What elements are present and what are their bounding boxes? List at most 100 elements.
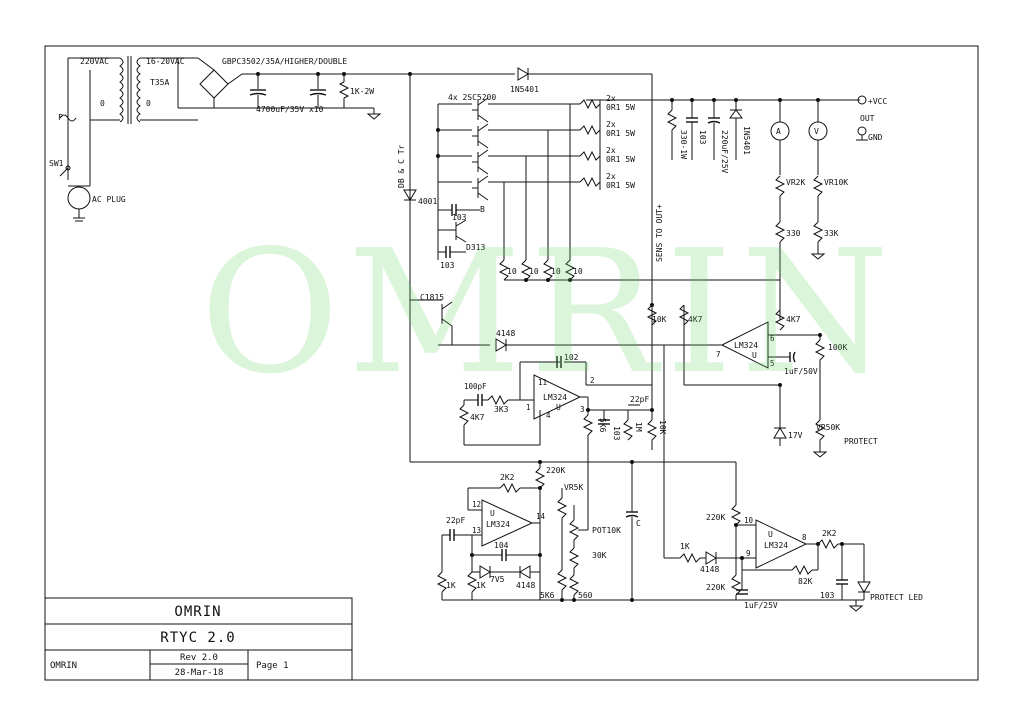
opamp-a-symbol <box>720 321 769 369</box>
label-r1k-a: 1K <box>446 581 456 590</box>
label-d1n5401-right: 1N5401 <box>742 126 751 155</box>
label-pin3: 3 <box>580 405 585 414</box>
diode-1n5401-top <box>517 67 529 81</box>
junction-dots <box>256 72 844 602</box>
label-lm324-d: LM324 <box>764 541 788 550</box>
label-r5w-2: 0R1 5W <box>606 129 635 138</box>
label-protect: PROTECT <box>844 437 878 446</box>
label-r2k2-a: 2K2 <box>500 473 515 482</box>
label-c22p-a: 22pF <box>630 395 649 404</box>
diode-4148-b <box>519 565 531 579</box>
label-r1m: 1M <box>634 422 643 432</box>
ac-plug-symbol <box>67 186 91 210</box>
label-meter-v: V <box>814 127 819 136</box>
label-r1k-b: 1K <box>476 581 486 590</box>
label-c-small: C <box>636 519 641 528</box>
label-r5k6-a: 5K6 <box>598 418 607 433</box>
label-r10-4: 10 <box>573 267 583 276</box>
title-block: OMRIN RTYC 2.0 OMRIN Rev 2.0 28-Mar-18 P… <box>44 597 353 681</box>
label-r4k7-b: 4K7 <box>786 315 801 324</box>
label-d4001: 4001 <box>418 197 437 206</box>
label-trafo: T35A <box>150 78 169 87</box>
top-rail <box>409 67 868 462</box>
label-d4148-c: 4148 <box>700 565 719 574</box>
label-protect-led: PROTECT LED <box>870 593 923 602</box>
label-r2k2-b: 2K2 <box>822 529 837 538</box>
label-c103-top: 103 <box>698 130 707 145</box>
label-r220k-a: 220K <box>546 466 565 475</box>
label-lm324-c: LM324 <box>486 520 510 529</box>
zener-17v <box>773 427 787 439</box>
label-u-a: U <box>752 351 757 360</box>
label-meter-a: A <box>776 127 781 136</box>
label-vr50k: VR50K <box>816 423 840 432</box>
driver-section <box>403 189 736 463</box>
rectifier-section <box>177 57 410 120</box>
label-sens: SENS TO OUT+ <box>655 204 664 262</box>
ground-symbol <box>366 113 382 120</box>
label-zero-right: 0 <box>146 99 151 108</box>
title-page: Page 1 <box>256 661 289 671</box>
label-r82k: 82K <box>798 577 813 586</box>
label-r4k7-a: 4K7 <box>688 315 703 324</box>
label-out: OUT <box>860 114 875 123</box>
label-r330: 330 <box>786 229 801 238</box>
label-d4148-a: 4148 <box>496 329 515 338</box>
label-r4k7-c: 4K7 <box>470 413 485 422</box>
label-d313: D313 <box>466 243 485 252</box>
title-project: RTYC 2.0 <box>160 630 235 646</box>
label-c1815: C1815 <box>420 293 444 302</box>
title-company: OMRIN <box>174 604 221 620</box>
vcc-terminal <box>857 95 867 105</box>
label-bridge: GBPC3502/35A/HIGHER/DOUBLE <box>222 57 347 66</box>
label-pin2: 2 <box>590 376 595 385</box>
label-r10k-a: 10K <box>652 315 667 324</box>
label-transistors: 4x 2SC5200 <box>448 93 496 102</box>
diode-4001 <box>403 189 417 201</box>
label-d-1n5401-top: 1N5401 <box>510 85 539 94</box>
label-z7v5: 7V5 <box>490 575 505 584</box>
label-c100p: 100pF <box>464 382 487 391</box>
label-pin7: 7 <box>716 350 721 359</box>
protect-led-symbol <box>857 581 871 593</box>
label-pin11: 11 <box>538 378 547 387</box>
label-ac-in: 220VAC <box>80 57 109 66</box>
sheet-border <box>44 45 979 681</box>
opamp-a-section <box>646 304 828 458</box>
title-date: 28-Mar-18 <box>175 668 224 678</box>
label-r1k-c: 1K <box>680 542 690 551</box>
label-pin13: 13 <box>472 526 481 535</box>
output-section <box>666 100 828 320</box>
label-r10k-b: 10K <box>658 420 667 435</box>
label-r3k3: 3K3 <box>494 405 509 414</box>
label-vr5k: VR5K <box>564 483 583 492</box>
label-u-d: U <box>768 530 773 539</box>
label-r5k6-b: 5K6 <box>540 591 555 600</box>
label-r5w-3: 0R1 5W <box>606 155 635 164</box>
label-c1u50: 1uF/50V <box>784 367 818 376</box>
label-lm324-b: LM324 <box>543 393 567 402</box>
label-u-c: U <box>490 509 495 518</box>
label-db-ctr: DB & C Tr <box>397 144 406 188</box>
bridge-rectifier-symbol <box>199 69 229 99</box>
label-r33k: 33K <box>824 229 839 238</box>
component-labels: 220VAC 16-20VAC 0 0 T35A GBPC3502/35A/HI… <box>49 57 923 610</box>
label-r10-1: 10 <box>507 267 517 276</box>
switch-symbol <box>65 165 71 171</box>
label-gnd: GND <box>868 133 883 142</box>
label-z17v: 17V <box>788 431 803 440</box>
ac-input-section <box>59 56 198 222</box>
label-vr10k: VR10K <box>824 178 848 187</box>
transformer-secondary <box>136 57 141 123</box>
label-pin5: 5 <box>770 359 775 368</box>
opamp-b-section <box>458 356 658 470</box>
label-x2-2: 2x <box>606 120 616 129</box>
gnd-terminal <box>857 126 867 136</box>
label-sw: SW1 <box>49 159 64 168</box>
diode-4148-c <box>705 551 717 565</box>
label-pot10k: POT10K <box>592 526 621 535</box>
label-r-1k2w: 1K-2W <box>350 87 374 96</box>
label-pin10: 10 <box>744 516 754 525</box>
label-c103-b: 103 <box>452 213 467 222</box>
label-pin14: 14 <box>536 512 546 521</box>
